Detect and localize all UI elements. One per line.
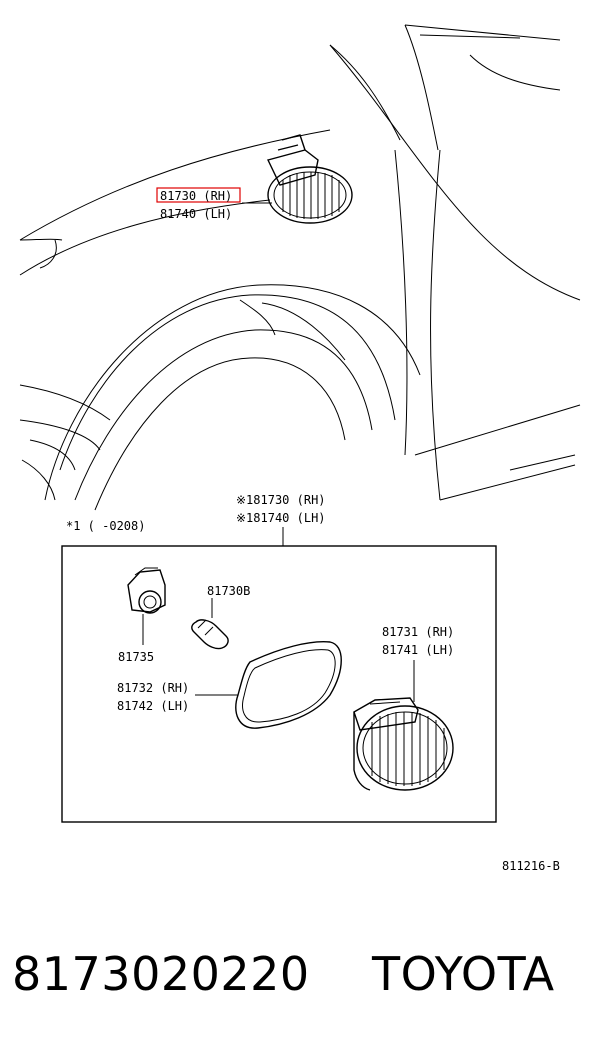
fender-outline — [19, 24, 581, 511]
lens-lh-label: 81741 (LH) — [382, 643, 454, 657]
gasket-part — [195, 640, 342, 729]
exploded-view-frame — [61, 545, 497, 823]
figure-reference: 811216-B — [502, 859, 560, 873]
side-marker-lamp-installed — [242, 134, 353, 224]
selected-part-highlight — [156, 187, 241, 203]
gasket-rh-label: 81732 (RH) — [117, 681, 189, 695]
bulb-part — [191, 598, 229, 650]
lens-rh-label: 81731 (RH) — [382, 625, 454, 639]
bulb-label: 81730B — [207, 584, 250, 598]
lens-part — [353, 660, 454, 791]
footnote-label: *1 ( -0208) — [66, 519, 145, 533]
brand-name: TOYOTA — [371, 947, 555, 1001]
top-part-lh-label: 81740 (LH) — [160, 207, 232, 221]
assembly-lh-label: ※181740 (LH) — [236, 511, 326, 525]
part-number: 8173020220 — [12, 947, 310, 1001]
socket-part — [127, 567, 166, 645]
top-part-rh-label: 81730 (RH) — [160, 189, 232, 203]
assembly-rh-label: ※181730 (RH) — [236, 493, 326, 507]
gasket-lh-label: 81742 (LH) — [117, 699, 189, 713]
socket-label: 81735 — [118, 650, 154, 664]
